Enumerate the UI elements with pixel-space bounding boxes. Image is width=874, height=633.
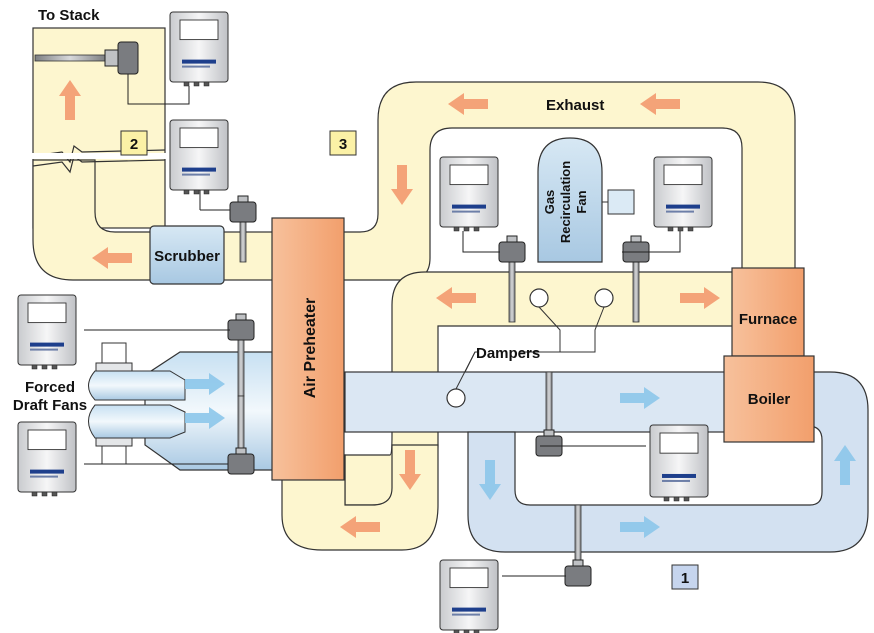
meter-scrubber [169, 119, 229, 195]
badge-one: 1 [671, 564, 699, 590]
flow-arrow [640, 93, 680, 115]
flow-arrow [92, 247, 132, 269]
air-preheater [271, 217, 345, 481]
badge-two: 2 [120, 130, 148, 156]
signal-wire [127, 74, 190, 105]
to-stack-label: To Stack [38, 7, 100, 24]
flow-arrow [620, 516, 660, 538]
furnace-label: Furnace [739, 311, 797, 328]
meter-fan-bottom [17, 421, 77, 497]
gas-fan-motor [607, 189, 635, 215]
probe-stack [34, 41, 139, 75]
boiler-label: Boiler [748, 391, 791, 408]
badge-one-text: 1 [681, 570, 689, 587]
boiler [723, 355, 815, 443]
flow-arrow [620, 387, 660, 409]
dampers [446, 288, 614, 408]
scrubber [149, 225, 225, 285]
flow-arrow [479, 460, 501, 500]
meter-stack [169, 11, 229, 87]
flow-arrow [185, 407, 225, 429]
signal-wire [622, 231, 681, 253]
probe-scrubber [229, 195, 257, 263]
badge-three: 3 [329, 130, 357, 156]
meter-recirc-left [439, 156, 499, 232]
damper-right [594, 288, 614, 308]
forced-draft-fan-top [88, 342, 186, 401]
dampers-label: Dampers [476, 345, 540, 362]
flow-arrow [448, 93, 488, 115]
meter-recirc-right [653, 156, 713, 232]
preheater-to-boiler-duct [344, 371, 726, 433]
air-preheater-label: Air Preheater [302, 298, 319, 399]
flow-arrow [436, 287, 476, 309]
gas-fan-label-line3: Fan [574, 190, 589, 213]
gas-recirculation-fan [537, 137, 603, 263]
flow-arrow [391, 165, 413, 205]
furnace [731, 267, 805, 357]
badge-three-text: 3 [339, 136, 347, 153]
probe-fan-bottom [227, 395, 255, 475]
flow-arrow [59, 80, 81, 120]
flow-arrow [399, 450, 421, 490]
forced-draft-label-line2: Draft Fans [13, 397, 87, 414]
scrubber-label: Scrubber [154, 248, 220, 265]
flow-meters [17, 11, 713, 633]
probe-air-loop [564, 504, 592, 587]
badge-two-text: 2 [130, 136, 138, 153]
signal-wire [462, 231, 500, 253]
flow-arrow [680, 287, 720, 309]
exhaust-label: Exhaust [546, 97, 604, 114]
damper-air [446, 388, 466, 408]
probe-recirc-left [498, 235, 526, 323]
forced-draft-fan-bottom [88, 404, 186, 465]
flow-arrow [340, 516, 380, 538]
gas-fan-label-line2: Recirculation [558, 161, 573, 243]
damper-left [529, 288, 549, 308]
meter-air-loop [439, 559, 499, 633]
flow-arrow [185, 373, 225, 395]
signal-wires [84, 74, 681, 577]
flow-arrows [59, 80, 856, 538]
meter-air-duct [649, 424, 709, 502]
meter-fan-top [17, 294, 77, 370]
flow-arrow [834, 445, 856, 485]
damper-leader-lines [455, 306, 605, 390]
gas-fan-label-line1: Gas [542, 190, 557, 215]
stack-gap [30, 153, 168, 159]
forced-draft-label-line1: Forced [25, 379, 75, 396]
gas-fan-label: Gas Recirculation Fan [542, 161, 589, 243]
